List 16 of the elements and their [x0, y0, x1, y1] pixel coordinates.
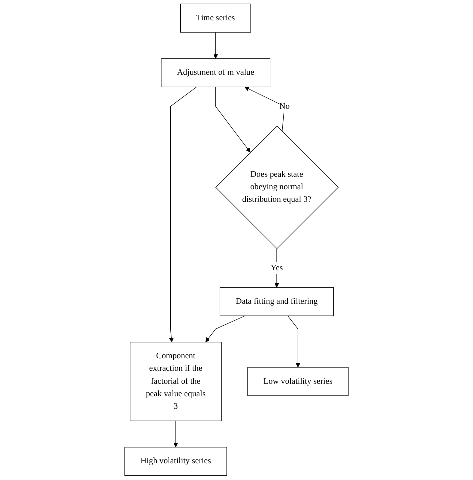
arrow — [169, 86, 197, 343]
arrow — [205, 316, 246, 343]
arrow — [213, 32, 218, 60]
arrow — [288, 316, 300, 368]
edge-label: No — [279, 102, 290, 111]
arrow — [274, 248, 280, 288]
node-box: Low volatility series — [247, 367, 349, 396]
node-diamond: Does peak state obeying normal distribution equal 3? — [215, 126, 339, 250]
node-box: Adjustment of m value — [160, 58, 270, 88]
node-box: Data fitting and filtering — [220, 287, 334, 316]
edge-label: Yes — [270, 264, 283, 272]
node-box: Component extraction if the factorial of the peak value equals 3 — [130, 342, 222, 422]
node-box: High volatility series — [124, 447, 228, 476]
arrow — [173, 420, 178, 448]
node-box: Time series — [180, 4, 251, 33]
arrow — [215, 86, 250, 153]
